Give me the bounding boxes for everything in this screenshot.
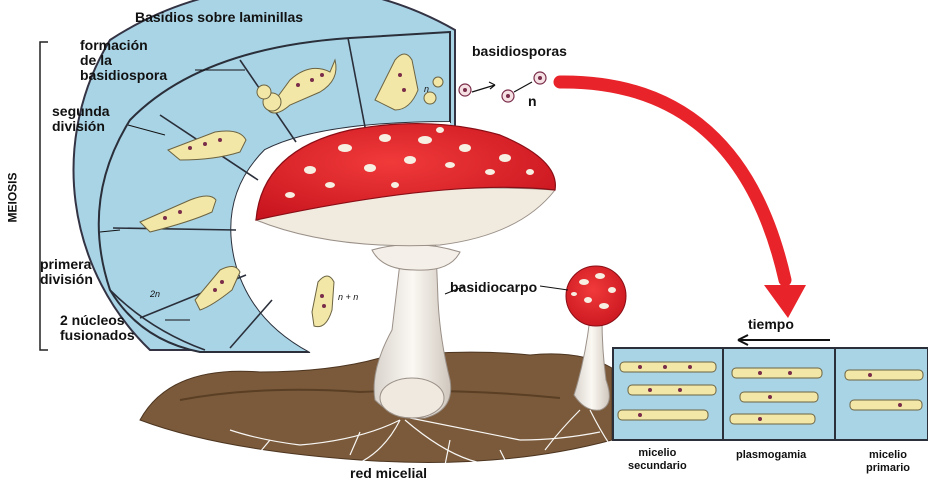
nucleos-label: 2 núcleosfusionados [60, 313, 135, 343]
basidiocarpo-label: basidiocarpo [450, 280, 537, 295]
title-label: Basidios sobre laminillas [135, 10, 303, 25]
meiosis-bracket [40, 42, 48, 350]
spore-arrows [472, 82, 532, 92]
tiempo-arrow [738, 335, 830, 345]
formacion-label: formaciónde labasidiospora [80, 38, 167, 83]
tiempo-label: tiempo [748, 317, 794, 332]
mycelium-panels [613, 348, 928, 440]
panel-nn-label: n + n [338, 290, 358, 305]
basidiosporas-label: basidiosporas [472, 44, 567, 59]
red-micelial-label: red micelial [350, 466, 427, 481]
primera-label: primeradivisión [40, 257, 93, 287]
panel-2n-label: 2n [150, 287, 160, 302]
plasmogamia-label: plasmogamia [736, 449, 806, 462]
n-label: n [528, 94, 537, 109]
panel-n-label: n [424, 82, 429, 97]
micelio-primario-label: micelioprimario [866, 449, 910, 475]
meiosis-label: MEIOSIS [6, 172, 21, 222]
segunda-label: segundadivisión [52, 104, 110, 134]
micelio-secundario-label: miceliosecundario [628, 447, 687, 473]
